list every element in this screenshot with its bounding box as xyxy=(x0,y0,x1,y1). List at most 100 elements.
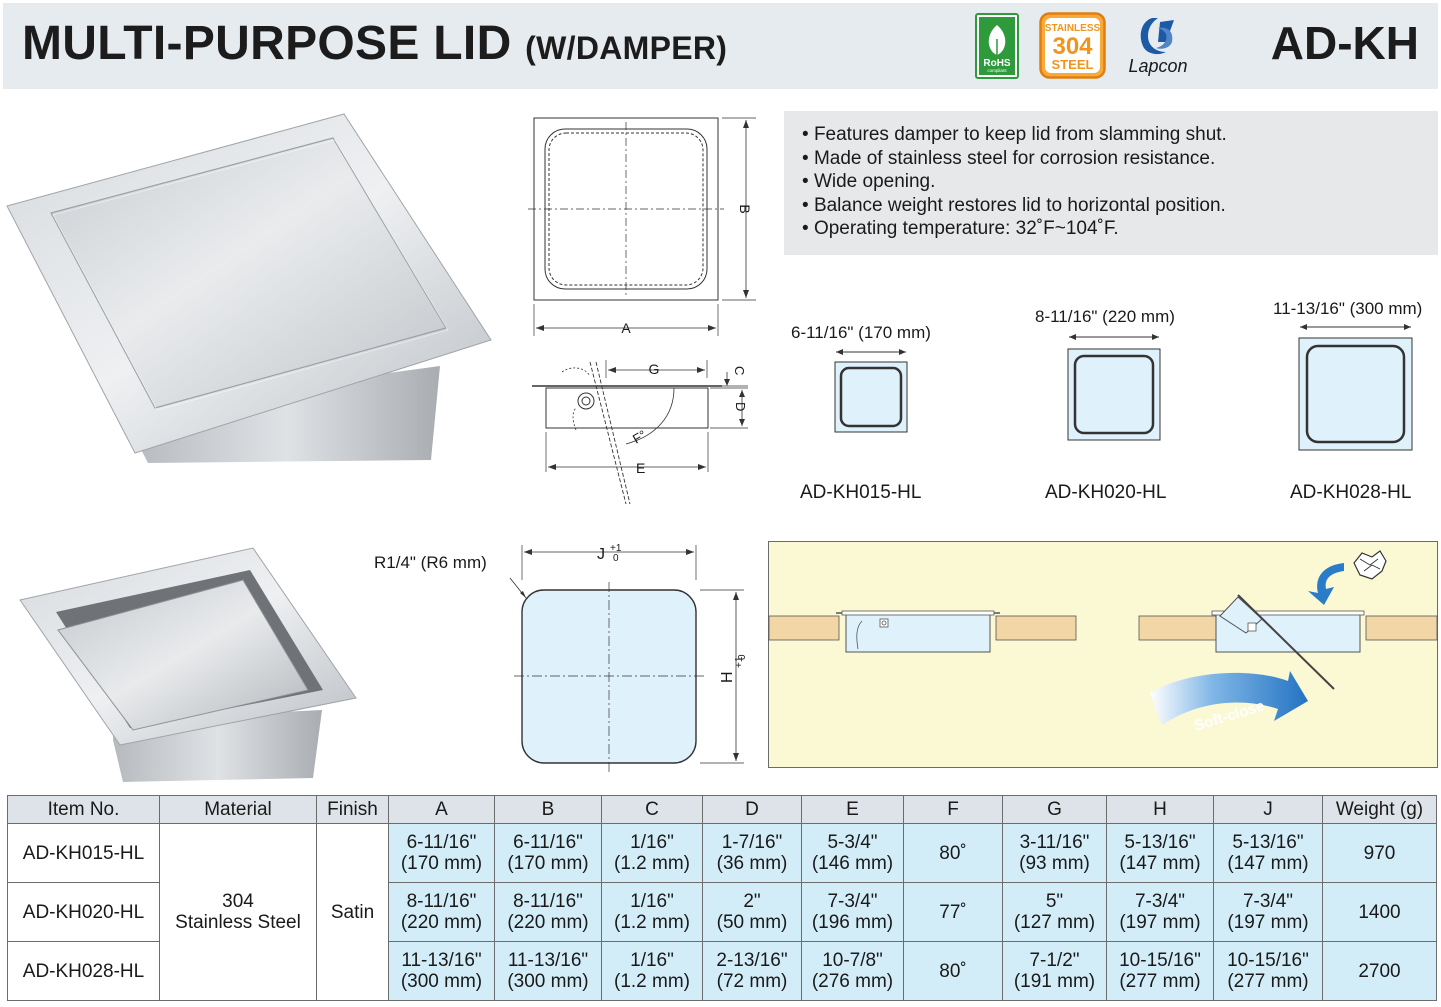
size-diagram-028 xyxy=(1298,324,1413,451)
cell-g: 7-1/2"(191 mm) xyxy=(1002,941,1107,1001)
feature-item: Operating temperature: 32˚F~104˚F. xyxy=(802,217,1438,241)
cell-g: 5"(127 mm) xyxy=(1002,882,1107,942)
col-header: E xyxy=(801,795,904,824)
cell-a: 11-13/16"(300 mm) xyxy=(388,941,495,1001)
rohs-badge: RoHS compliant xyxy=(975,13,1019,79)
side-view-drawing: F° G C D E xyxy=(532,360,748,505)
col-header: D xyxy=(702,795,802,824)
col-header: A xyxy=(388,795,495,824)
brand-name: Lapcon xyxy=(1128,56,1187,76)
trash-paper-icon xyxy=(1353,550,1387,580)
cell-d: 1-7/16"(36 mm) xyxy=(702,823,802,883)
cell-f: 80˚ xyxy=(903,823,1003,883)
table-header-row: Item No. Material Finish A B C D E F G H… xyxy=(7,795,1437,824)
stainless-bot: STEEL xyxy=(1052,57,1094,72)
feature-item: Features damper to keep lid from slammin… xyxy=(802,123,1438,147)
table-row: AD-KH028-HL 11-13/16"(300 mm) 11-13/16"(… xyxy=(7,941,1437,1001)
col-header: G xyxy=(1002,795,1107,824)
cell-e: 5-3/4"(146 mm) xyxy=(801,823,904,883)
cell-d: 2-13/16"(72 mm) xyxy=(702,941,802,1001)
model-label-015: AD-KH015-HL xyxy=(800,482,922,503)
stainless-top: STAINLESS xyxy=(1045,23,1101,34)
cell-c: 1/16"(1.2 mm) xyxy=(601,823,703,883)
cell-h: 7-3/4"(197 mm) xyxy=(1106,882,1214,942)
dim-f-label: F° xyxy=(630,427,649,447)
dim-j-label: J xyxy=(597,546,605,563)
features-box: Features damper to keep lid from slammin… xyxy=(784,111,1438,255)
cell-j: 5-13/16"(147 mm) xyxy=(1213,823,1323,883)
cell-h: 10-15/16"(277 mm) xyxy=(1106,941,1214,1001)
col-header: J xyxy=(1213,795,1323,824)
col-header: Material xyxy=(159,795,317,824)
table-row: AD-KH020-HL 8-11/16"(220 mm) 8-11/16"(22… xyxy=(7,882,1437,942)
col-header: C xyxy=(601,795,703,824)
dim-d-label: D xyxy=(733,402,748,411)
cell-j: 7-3/4"(197 mm) xyxy=(1213,882,1323,942)
title-text: MULTI-PURPOSE LID xyxy=(22,17,512,70)
dim-a-label: A xyxy=(621,320,631,336)
dim-h-tol-zero: 0 xyxy=(737,654,748,660)
features-list: Features damper to keep lid from slammin… xyxy=(784,111,1438,241)
cell-weight: 2700 xyxy=(1322,941,1437,1001)
rohs-sub: compliant xyxy=(987,68,1007,73)
cell-h: 5-13/16"(147 mm) xyxy=(1106,823,1214,883)
dim-e-label: E xyxy=(636,460,645,476)
size-label-015: 6-11/16" (170 mm) xyxy=(791,323,931,342)
cell-f: 80˚ xyxy=(903,941,1003,1001)
cell-weight: 970 xyxy=(1322,823,1437,883)
model-label-020: AD-KH020-HL xyxy=(1045,482,1167,503)
cell-item: AD-KH015-HL xyxy=(7,823,160,883)
size-label-028: 11-13/16" (300 mm) xyxy=(1273,299,1423,318)
col-header: B xyxy=(494,795,602,824)
cell-b: 8-11/16"(220 mm) xyxy=(494,882,602,942)
dim-h-tol: +1 xyxy=(734,656,745,668)
spec-table: Item No. Material Finish A B C D E F G H… xyxy=(7,795,1437,1001)
feature-item: Made of stainless steel for corrosion re… xyxy=(802,147,1438,171)
cell-b: 6-11/16"(170 mm) xyxy=(494,823,602,883)
cell-f: 77˚ xyxy=(903,882,1003,942)
cell-c: 1/16"(1.2 mm) xyxy=(601,941,703,1001)
dim-c-label: C xyxy=(732,366,747,375)
product-photo-closed xyxy=(6,113,492,463)
top-view-drawing: B A xyxy=(528,117,756,336)
size-label-020: 8-11/16" (220 mm) xyxy=(1035,307,1175,326)
cell-c: 1/16"(1.2 mm) xyxy=(601,882,703,942)
cell-g: 3-11/16"(93 mm) xyxy=(1002,823,1107,883)
dim-b-label: B xyxy=(737,204,753,213)
cell-e: 10-7/8"(276 mm) xyxy=(801,941,904,1001)
size-diagram-015 xyxy=(834,349,908,433)
cell-a: 8-11/16"(220 mm) xyxy=(388,882,495,942)
cell-finish: Satin xyxy=(316,823,389,1001)
radius-label: R1/4" (R6 mm) xyxy=(374,553,487,572)
feature-item: Wide opening. xyxy=(802,170,1438,194)
col-header: Finish xyxy=(316,795,389,824)
cell-b: 11-13/16"(300 mm) xyxy=(494,941,602,1001)
cell-weight: 1400 xyxy=(1322,882,1437,942)
stainless-badge: STAINLESS 304 STEEL xyxy=(1039,12,1106,79)
dim-h-label: H xyxy=(719,671,736,683)
rohs-label: RoHS xyxy=(983,58,1011,69)
page-title: MULTI-PURPOSE LID (W/DAMPER) xyxy=(22,16,727,71)
cutout-drawing: J +1 0 H +1 0 xyxy=(509,543,748,772)
size-diagram-020 xyxy=(1067,334,1161,441)
product-photo-open xyxy=(19,547,357,782)
model-code: AD-KH xyxy=(1270,17,1419,69)
title-subtitle: (W/DAMPER) xyxy=(525,30,728,66)
header-bar xyxy=(3,3,1438,89)
col-header: Weight (g) xyxy=(1322,795,1437,824)
stainless-grade: 304 xyxy=(1052,33,1093,60)
cell-d: 2"(50 mm) xyxy=(702,882,802,942)
cell-j: 10-15/16"(277 mm) xyxy=(1213,941,1323,1001)
dim-g-label: G xyxy=(649,361,660,377)
brand-logo: Lapcon xyxy=(1128,18,1188,76)
col-header: H xyxy=(1106,795,1214,824)
model-label-028: AD-KH028-HL xyxy=(1290,482,1412,503)
cell-a: 6-11/16"(170 mm) xyxy=(388,823,495,883)
cell-e: 7-3/4"(196 mm) xyxy=(801,882,904,942)
col-header: F xyxy=(903,795,1003,824)
dim-j-tol-plus: +1 xyxy=(610,543,622,554)
feature-item: Balance weight restores lid to horizonta… xyxy=(802,194,1438,218)
col-header: Item No. xyxy=(7,795,160,824)
